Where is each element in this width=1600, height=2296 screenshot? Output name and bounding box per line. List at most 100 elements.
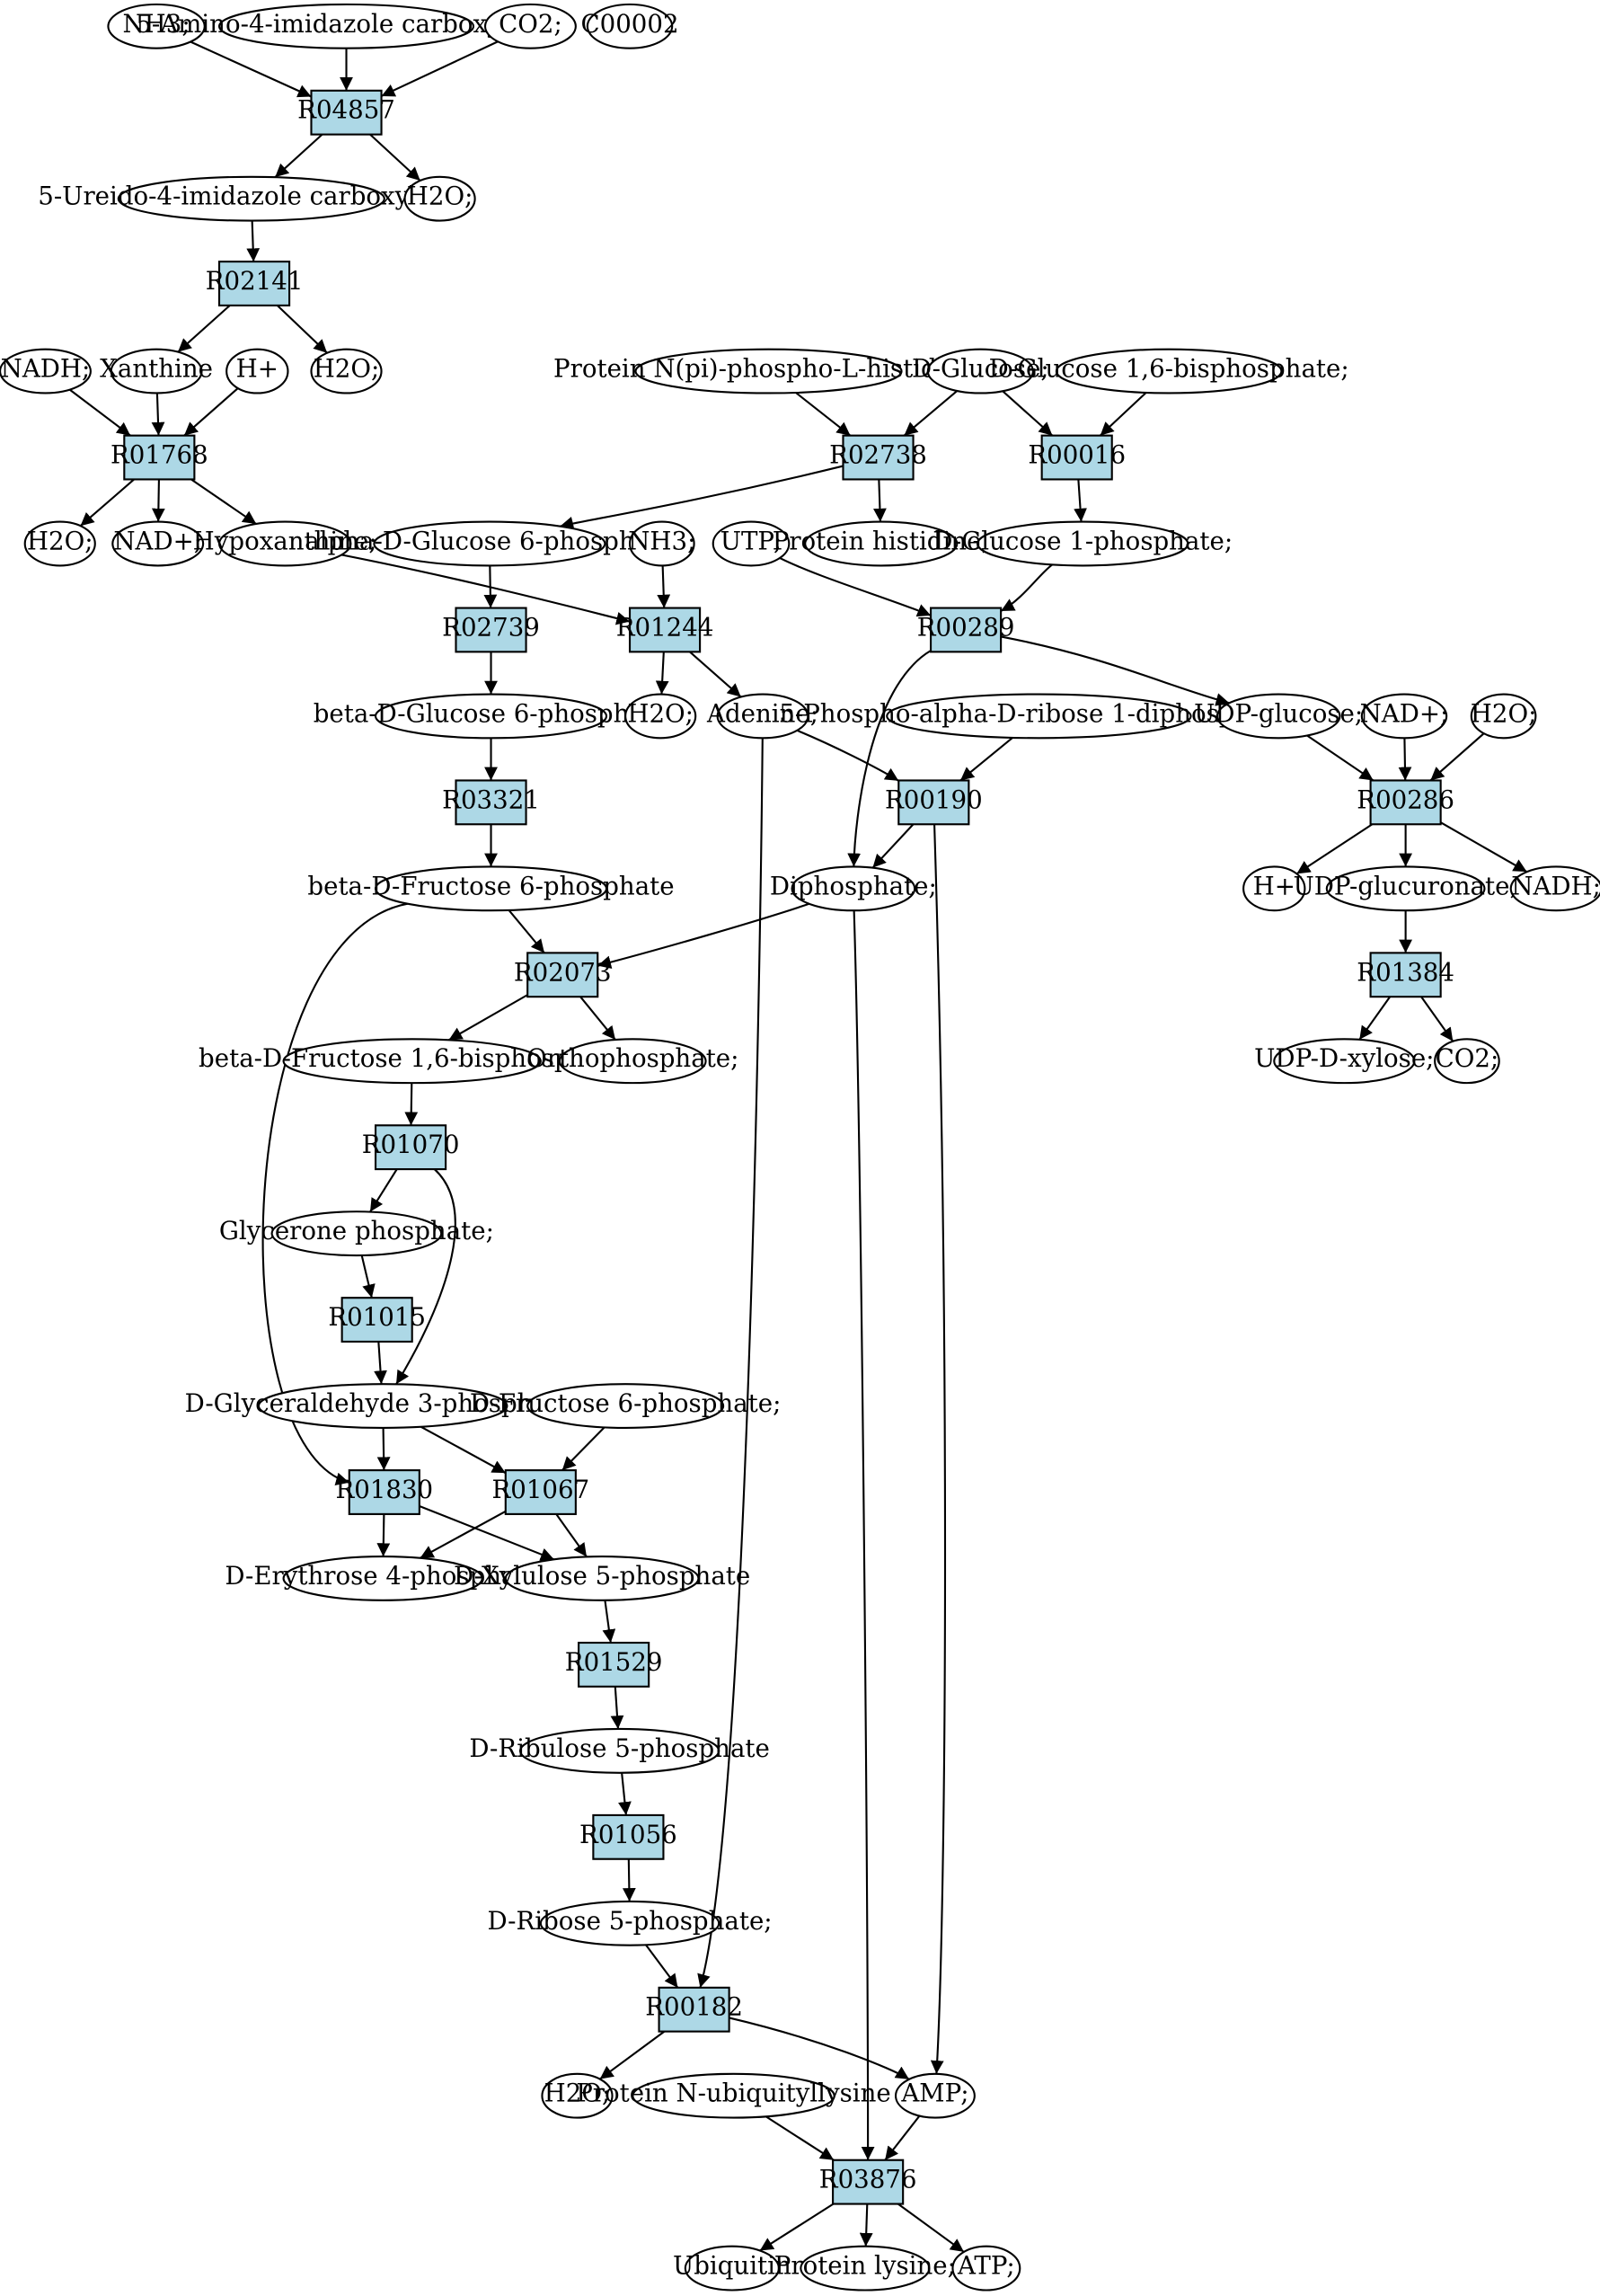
reaction-node-r01070: R01070 (362, 1124, 460, 1171)
compound-ellipse (886, 693, 1192, 740)
edge-bdf6p-to-r01830 (261, 902, 408, 1485)
node-label: D-Glucose 1,6-bisphosphate; (989, 354, 1349, 384)
compound-node-dg1p: D-Glucose 1-phosphate; (933, 520, 1233, 567)
compound-ellipse (586, 3, 674, 49)
nodes-layer: NH3;5-Amino-4-imidazole carboxylate;CO2;… (0, 3, 1600, 2292)
reaction-node-r00182: R00182 (645, 1986, 743, 2033)
node-label: Protein histidine; (773, 527, 990, 556)
compound-node-dx5p: D-Xylulose 5-phosphate (454, 1556, 750, 1601)
node-label: UDP-glucose; (1194, 698, 1363, 728)
compound-node-orthophos: Orthophosphate; (526, 1038, 738, 1085)
edge-r01070-to-glycerone (369, 1168, 398, 1213)
compound-node-h2o_e: H2O; (1470, 693, 1537, 740)
compound-ellipse (1055, 348, 1283, 394)
node-label: D-Glucose 1-phosphate; (933, 527, 1233, 556)
node-label: R01056 (579, 1820, 677, 1849)
node-label: R01244 (616, 612, 714, 642)
edge-dga3p-to-r01067 (420, 1425, 507, 1475)
compound-node-glycerone: Glycerone phosphate; (219, 1210, 494, 1257)
node-label: H2O; (407, 182, 473, 211)
compound-ellipse (977, 520, 1189, 567)
node-label: H+ (236, 354, 278, 384)
compound-ellipse (107, 3, 206, 49)
compound-ellipse (1242, 865, 1306, 912)
edge-dx5p-to-r01529 (602, 1600, 616, 1644)
compound-node-utp: UTP; (712, 520, 791, 567)
edge-r00016-to-dg1p (1074, 479, 1087, 522)
edge-r01244-to-h2o_d (655, 652, 669, 695)
reaction-node-r01830: R01830 (335, 1469, 433, 1515)
node-label: R00286 (1357, 785, 1454, 814)
node-label: NH3; (628, 527, 695, 556)
compound-ellipse (23, 520, 96, 567)
node-label: NADH; (1, 354, 91, 384)
compound-node-h2o_f: H2O; (541, 2072, 614, 2119)
compound-node-udpxyl: UDP-D-xylose; (1254, 1038, 1434, 1085)
edge-amp-to-r03876 (884, 2114, 921, 2161)
edge-r00286-to-hplus_b (1295, 823, 1373, 875)
compound-ellipse (1360, 693, 1448, 740)
compound-ellipse (518, 1727, 720, 1774)
node-label: R01067 (491, 1475, 589, 1504)
edge-dga3p-to-r01830 (376, 1427, 391, 1471)
edge-adenine-to-r00190 (796, 729, 899, 782)
edge-hypox-to-r01244 (341, 554, 631, 625)
reaction-box (348, 1469, 420, 1515)
compound-node-ubiquitin: Ubiquitin (673, 2245, 791, 2292)
edge-dg16bp-to-r00016 (1100, 392, 1147, 437)
reaction-node-r00190: R00190 (885, 779, 983, 826)
compound-node-amp: AMP; (894, 2072, 976, 2119)
compound-ellipse (374, 693, 608, 740)
reaction-box (340, 1297, 413, 1343)
edge-drib5p-to-r00182 (645, 1944, 679, 1989)
node-label: H2O; (544, 2079, 611, 2108)
compound-node-udpglcur: UDP-glucuronate; (1293, 865, 1518, 912)
reaction-box (592, 1813, 665, 1860)
reaction-box (455, 607, 527, 653)
edge-adenine-to-r00182 (697, 738, 764, 1989)
node-label: R00182 (645, 1992, 743, 2022)
reaction-node-r03321: R03321 (442, 779, 540, 826)
reaction-node-r01015: R01015 (328, 1297, 426, 1343)
compound-ellipse (894, 2072, 976, 2119)
node-label: UDP-D-xylose; (1254, 1043, 1434, 1073)
edge-r00182-to-h2o_f (599, 2030, 666, 2080)
compound-ellipse (539, 1900, 720, 1946)
edge-r02073-to-bdf16bp (447, 994, 528, 1042)
edge-dglucose-to-r00016 (1002, 390, 1054, 437)
compound-ellipse (926, 348, 1034, 394)
node-label: H2O; (314, 354, 380, 384)
reaction-box (526, 952, 599, 998)
compound-ellipse (526, 1383, 725, 1430)
node-label: D-Glyceraldehyde 3-phosphate; (185, 1388, 581, 1418)
edge-r02141-to-h2o_b (276, 305, 328, 354)
compound-ellipse (1434, 1038, 1500, 1085)
node-label: Orthophosphate; (526, 1043, 738, 1073)
node-label: H2O; (627, 698, 694, 728)
compound-ellipse (804, 520, 959, 567)
compound-ellipse (1325, 865, 1486, 912)
compound-ellipse (374, 865, 608, 912)
edge-adg6p-to-r02739 (483, 565, 498, 608)
node-label: Diphosphate; (770, 871, 937, 900)
node-label: AMP; (900, 2079, 968, 2108)
reaction-node-r01529: R01529 (565, 1641, 662, 1688)
node-label: Glycerone phosphate; (219, 1216, 494, 1246)
compound-ellipse (110, 348, 203, 394)
edge-dribu5p-to-r01056 (618, 1772, 632, 1816)
node-label: R01070 (362, 1130, 460, 1159)
edge-diphos-to-r02073 (597, 902, 809, 969)
node-label: NADH; (1511, 871, 1600, 900)
compound-ellipse (634, 348, 903, 394)
reaction-node-r01384: R01384 (1357, 952, 1454, 998)
node-label: R01768 (110, 440, 208, 470)
edge-r03876-to-ubiquitin (759, 2203, 835, 2252)
compound-node-nh3_top: NH3; (107, 3, 206, 49)
edge-r00289-to-diphos (847, 650, 932, 867)
node-label: ATP; (957, 2251, 1015, 2281)
compound-ellipse (716, 693, 809, 740)
reaction-node-r02739: R02739 (442, 607, 540, 653)
edge-h2o_e-to-r00286 (1429, 732, 1485, 782)
compound-ellipse (628, 520, 695, 567)
reaction-box (1369, 779, 1442, 826)
